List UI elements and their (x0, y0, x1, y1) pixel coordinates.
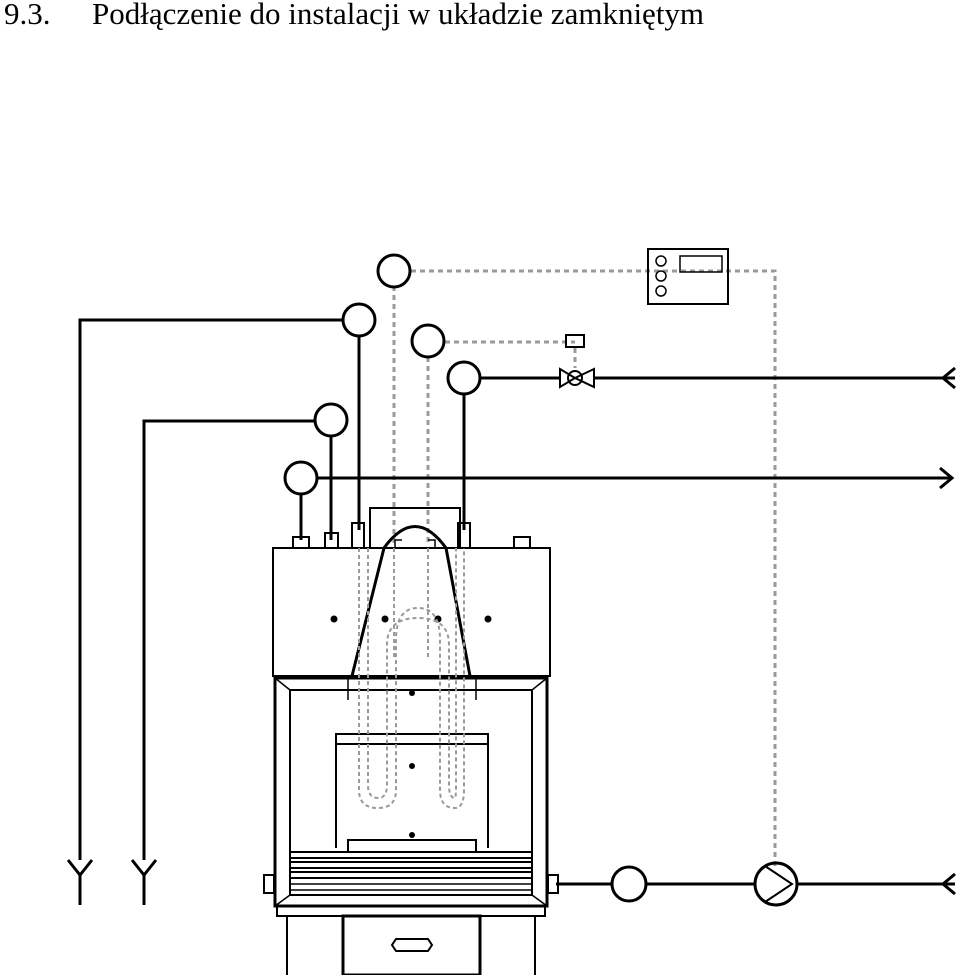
base-legs (286, 916, 536, 975)
sensor-circle-icon (376, 253, 412, 289)
grate (289, 851, 533, 891)
side-lug-left (263, 874, 275, 894)
signal-line-controller-pump (411, 269, 777, 870)
inlet-arrow-icon (940, 366, 956, 390)
vertical-pipes (299, 337, 466, 540)
fireplace-unit (263, 507, 559, 975)
ash-drawer (341, 914, 482, 975)
sensor-circle-icon (313, 402, 349, 438)
baffle-plate (335, 733, 489, 745)
outlet-arrow-icon (939, 466, 955, 490)
sensor-circle-icon (610, 865, 648, 903)
section-title: Podłączenie do instalacji w układzie zam… (92, 0, 705, 31)
bolts (330, 615, 492, 838)
controller-icon (647, 248, 729, 305)
valve-icon (559, 334, 595, 389)
sensor-circle-icon (410, 323, 446, 359)
firebox-inner (289, 689, 533, 896)
sensors (283, 253, 648, 903)
sensor-circle-icon (283, 460, 319, 496)
side-lug-right (547, 874, 559, 894)
signal-lines (392, 269, 777, 870)
connection-stub (513, 536, 531, 549)
sensor-circle-icon (341, 302, 377, 338)
inlet-arrow-icon (940, 872, 956, 896)
y-connector-icon (130, 859, 158, 905)
section-number: 9.3. (4, 0, 51, 31)
flue-hood (350, 525, 472, 677)
upper-body (272, 547, 551, 677)
sensor-circle-icon (446, 360, 482, 396)
pump-icon (753, 861, 799, 907)
right-pipes (316, 366, 956, 896)
pipe-left-inner (142, 419, 315, 860)
pipe-left-outer (78, 318, 343, 860)
left-pipes (66, 318, 343, 905)
heat-exchanger (358, 548, 465, 810)
y-connector-icon (66, 859, 94, 905)
drawer-handle-icon (390, 938, 434, 952)
